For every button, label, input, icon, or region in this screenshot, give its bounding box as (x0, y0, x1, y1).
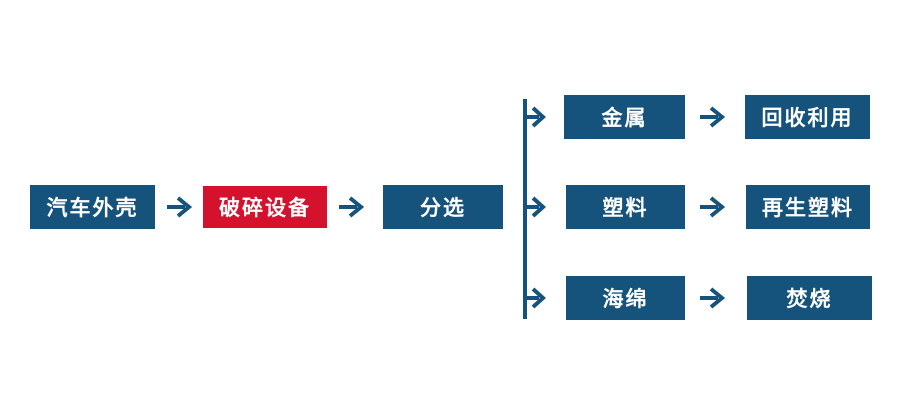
node-plastic: 塑料 (566, 185, 685, 229)
branch-arrow-right-icon (526, 196, 546, 218)
branch-arrow-right-icon (526, 287, 546, 309)
arrow-right-icon (338, 196, 365, 218)
branch-arrow-right-icon (526, 106, 546, 128)
arrow-right-icon (699, 287, 726, 309)
node-metal: 金属 (564, 95, 685, 139)
node-sponge: 海绵 (566, 276, 685, 320)
node-recycling-reuse: 回收利用 (745, 95, 870, 139)
branch-connector-line (523, 99, 527, 319)
node-crushing-equipment: 破碎设备 (203, 186, 327, 228)
node-sorting: 分选 (383, 185, 503, 229)
arrow-right-icon (166, 196, 193, 218)
node-recycled-plastic: 再生塑料 (746, 185, 870, 229)
node-incineration: 焚烧 (747, 276, 872, 320)
node-car-shell: 汽车外壳 (30, 185, 155, 229)
arrow-right-icon (699, 196, 726, 218)
arrow-right-icon (699, 106, 726, 128)
